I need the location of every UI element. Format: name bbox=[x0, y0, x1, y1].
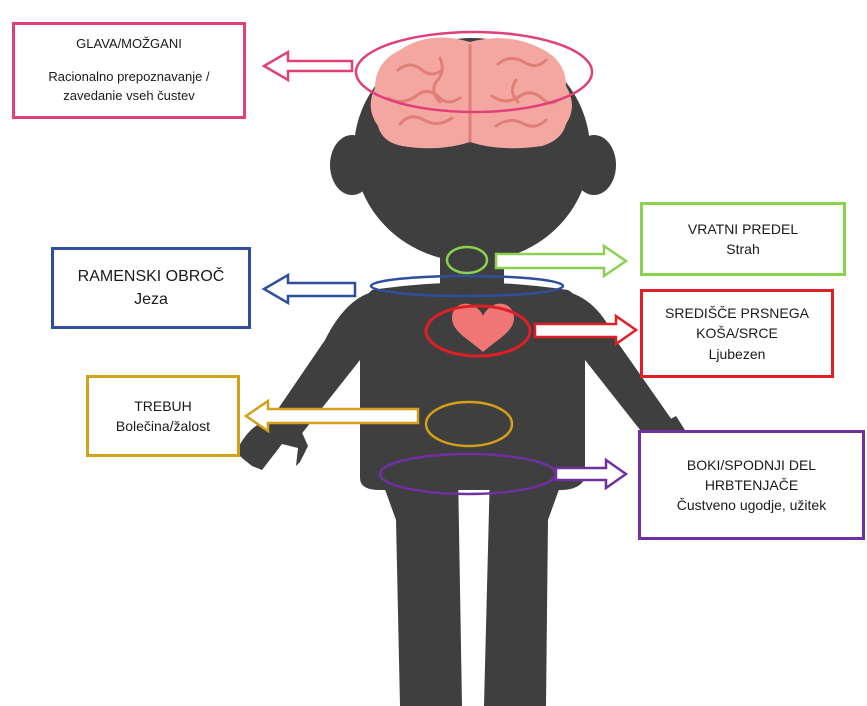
chest-label-box: SREDIŠČE PRSNEGA KOŠA/SRCE Ljubezen bbox=[640, 289, 834, 378]
chest-label-title: SREDIŠČE PRSNEGA bbox=[665, 303, 809, 323]
belly-label-box: TREBUH Bolečina/žalost bbox=[86, 375, 240, 457]
shoulder-arrow bbox=[264, 275, 355, 303]
head-label-title: GLAVA/MOŽGANI bbox=[76, 35, 182, 54]
neck-label-emotion: Strah bbox=[726, 239, 759, 259]
hip-label-title: BOKI/SPODNJI DEL bbox=[687, 455, 816, 475]
head-label-box: GLAVA/MOŽGANI Racionalno prepoznavanje /… bbox=[12, 22, 246, 119]
neck-label-title: VRATNI PREDEL bbox=[688, 219, 798, 239]
hip-label-emotion: Čustveno ugodje, užitek bbox=[677, 495, 826, 515]
chest-label-emotion: Ljubezen bbox=[709, 344, 766, 364]
head-label-line2: Racionalno prepoznavanje / bbox=[48, 68, 209, 87]
shoulder-label-title: RAMENSKI OBROČ bbox=[78, 265, 225, 288]
brain-icon bbox=[371, 38, 572, 149]
shoulder-label-box: RAMENSKI OBROČ Jeza bbox=[51, 247, 251, 329]
neck-label-box: VRATNI PREDEL Strah bbox=[640, 202, 846, 276]
shoulder-label-emotion: Jeza bbox=[134, 288, 168, 311]
chest-label-line2: KOŠA/SRCE bbox=[696, 323, 778, 343]
head-arrow bbox=[264, 52, 352, 80]
hip-label-line2: HRBTENJAČE bbox=[705, 475, 798, 495]
belly-label-emotion: Bolečina/žalost bbox=[116, 416, 210, 436]
hip-label-box: BOKI/SPODNJI DEL HRBTENJAČE Čustveno ugo… bbox=[638, 430, 865, 540]
head-label-line3: zavedanie vseh čustev bbox=[63, 87, 195, 106]
belly-label-title: TREBUH bbox=[134, 396, 192, 416]
